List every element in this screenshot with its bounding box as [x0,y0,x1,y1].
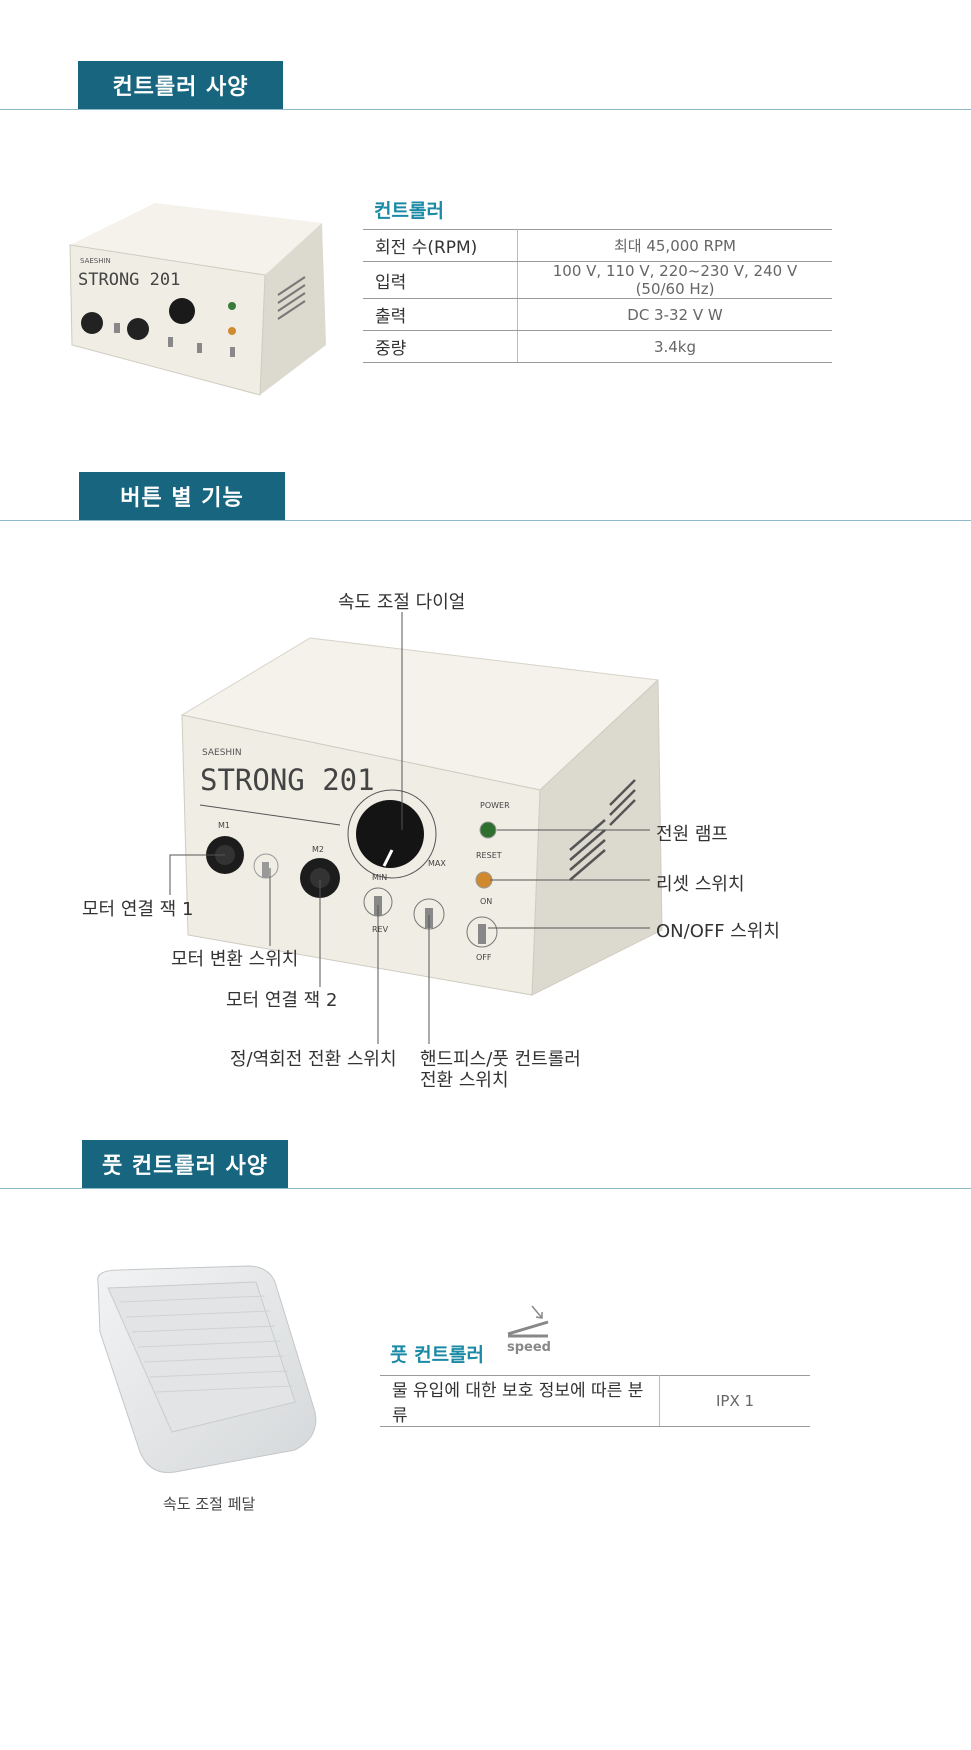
table-row: 중량 3.4kg [363,330,832,363]
section-header-buttons: 버튼 별 기능 [79,472,285,520]
callout-reset-switch: 리셋 스위치 [656,874,745,895]
spec-key: 입력 [363,261,518,299]
svg-text:POWER: POWER [480,801,510,810]
svg-text:STRONG 201: STRONG 201 [78,270,180,290]
callout-speed-dial: 속도 조절 다이얼 [338,592,466,613]
callout-hand-foot-switch-line2: 전환 스위치 [420,1070,509,1091]
spec-key: 중량 [363,330,518,363]
foot-pedal-caption: 속도 조절 페달 [163,1495,256,1513]
speed-badge: speed [507,1340,551,1355]
section-header-foot: 풋 컨트롤러 사양 [82,1140,288,1188]
svg-text:ON: ON [480,897,492,906]
callout-motor-jack-2: 모터 연결 잭 2 [226,990,338,1011]
svg-text:REV: REV [372,925,389,934]
svg-text:MIN: MIN [372,873,387,882]
section-divider [0,109,971,110]
callout-onoff-switch: ON/OFF 스위치 [656,921,780,942]
section-divider [0,520,971,521]
spec-value: DC 3-32 V W [517,298,832,331]
spec-key: 물 유입에 대한 보호 정보에 따른 분류 [380,1375,660,1427]
controller-spec-table: 회전 수(RPM) 최대 45,000 RPM 입력 100 V, 110 V,… [363,229,832,363]
section-divider [0,1188,971,1189]
spec-key: 회전 수(RPM) [363,229,518,262]
foot-controller-title: 풋 컨트롤러 [390,1344,485,1366]
table-row: 물 유입에 대한 보호 정보에 따른 분류 IPX 1 [380,1375,810,1427]
foot-pedal-photo [97,1265,317,1474]
speed-pedal-icon [507,1305,549,1338]
callout-direction-switch: 정/역회전 전환 스위치 [230,1049,397,1070]
table-row: 입력 100 V, 110 V, 220~230 V, 240 V (50/60… [363,261,832,299]
foot-spec-table: 물 유입에 대한 보호 정보에 따른 분류 IPX 1 [380,1375,810,1427]
svg-text:OFF: OFF [476,953,492,962]
callout-hand-foot-switch-line1: 핸드피스/풋 컨트롤러 [420,1049,581,1070]
callout-motor-switch: 모터 변환 스위치 [171,949,299,970]
spec-value: IPX 1 [659,1375,810,1427]
spec-value: 3.4kg [517,330,832,363]
controller-diagram-photo: SAESHIN STRONG 201 M1 M2 MAX MIN REV POW… [180,637,663,996]
svg-text:MAX: MAX [428,859,446,868]
callout-motor-jack-1: 모터 연결 잭 1 [82,899,194,920]
section-header-controller: 컨트롤러 사양 [78,61,283,109]
svg-text:M2: M2 [312,845,324,854]
controller-photo: SAESHIN STRONG 201 [69,203,326,396]
table-row: 회전 수(RPM) 최대 45,000 RPM [363,229,832,262]
svg-text:SAESHIN: SAESHIN [80,257,111,265]
svg-text:M1: M1 [218,821,230,830]
model-label: STRONG 201 [200,763,375,797]
controller-title: 컨트롤러 [374,200,444,222]
spec-value: 100 V, 110 V, 220~230 V, 240 V (50/60 Hz… [517,261,832,299]
table-row: 출력 DC 3-32 V W [363,298,832,331]
svg-text:RESET: RESET [476,851,502,860]
callout-power-lamp: 전원 램프 [656,824,728,845]
spec-key: 출력 [363,298,518,331]
spec-value: 최대 45,000 RPM [517,229,832,262]
brand-label: SAESHIN [202,748,242,758]
